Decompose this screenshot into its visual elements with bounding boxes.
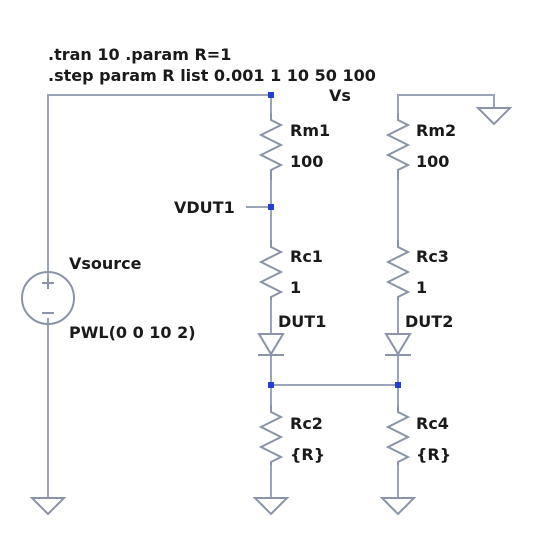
rc4-name[interactable]: Rc4: [416, 414, 449, 433]
junction-node: [268, 92, 274, 98]
rm1-name[interactable]: Rm1: [290, 121, 330, 140]
step-directive[interactable]: .step param R list 0.001 1 10 50 100: [48, 66, 376, 85]
dut1-name[interactable]: DUT1: [278, 312, 326, 331]
dut2-name[interactable]: DUT2: [405, 312, 453, 331]
diode-triangle-icon: [257, 333, 285, 356]
junction-node: [268, 382, 274, 388]
rc2-name[interactable]: Rc2: [290, 414, 323, 433]
net-label-vs[interactable]: Vs: [329, 86, 351, 105]
diode-dut1[interactable]: [257, 333, 285, 356]
voltage-source-symbol[interactable]: [21, 271, 75, 325]
rc1-value[interactable]: 1: [290, 278, 301, 297]
resistor-rc2[interactable]: [258, 405, 284, 465]
ground-symbol[interactable]: [475, 107, 513, 126]
rc3-name[interactable]: Rc3: [416, 247, 449, 266]
vsource-value[interactable]: PWL(0 0 10 2): [69, 323, 196, 342]
rm2-value[interactable]: 100: [416, 152, 449, 171]
ground-symbol[interactable]: [252, 497, 290, 516]
junction-node: [268, 204, 274, 210]
rc1-name[interactable]: Rc1: [290, 247, 323, 266]
rc3-value[interactable]: 1: [416, 278, 427, 297]
rm2-name[interactable]: Rm2: [416, 121, 456, 140]
vsource-name[interactable]: Vsource: [69, 254, 142, 273]
wire-vs-rail: [47, 94, 271, 278]
ground-symbol[interactable]: [29, 497, 67, 516]
diode-dut2[interactable]: [384, 333, 412, 356]
resistor-rc4[interactable]: [385, 405, 411, 465]
tran-directive[interactable]: .tran 10 .param R=1: [48, 45, 231, 64]
wires: [47, 94, 495, 498]
wire-rm2-ground: [397, 94, 495, 113]
resistor-rc1[interactable]: [258, 240, 284, 300]
rc4-value[interactable]: {R}: [416, 445, 451, 464]
ground-symbol[interactable]: [379, 497, 417, 516]
net-label-vdut1[interactable]: VDUT1: [174, 198, 235, 217]
rc2-value[interactable]: {R}: [290, 445, 325, 464]
resistor-rc3[interactable]: [385, 240, 411, 300]
rm1-value[interactable]: 100: [290, 152, 323, 171]
junction-node: [395, 382, 401, 388]
diode-triangle-icon: [384, 333, 412, 356]
resistor-rm2[interactable]: [385, 113, 411, 180]
vsource[interactable]: [21, 271, 75, 325]
resistor-rm1[interactable]: [258, 113, 284, 180]
